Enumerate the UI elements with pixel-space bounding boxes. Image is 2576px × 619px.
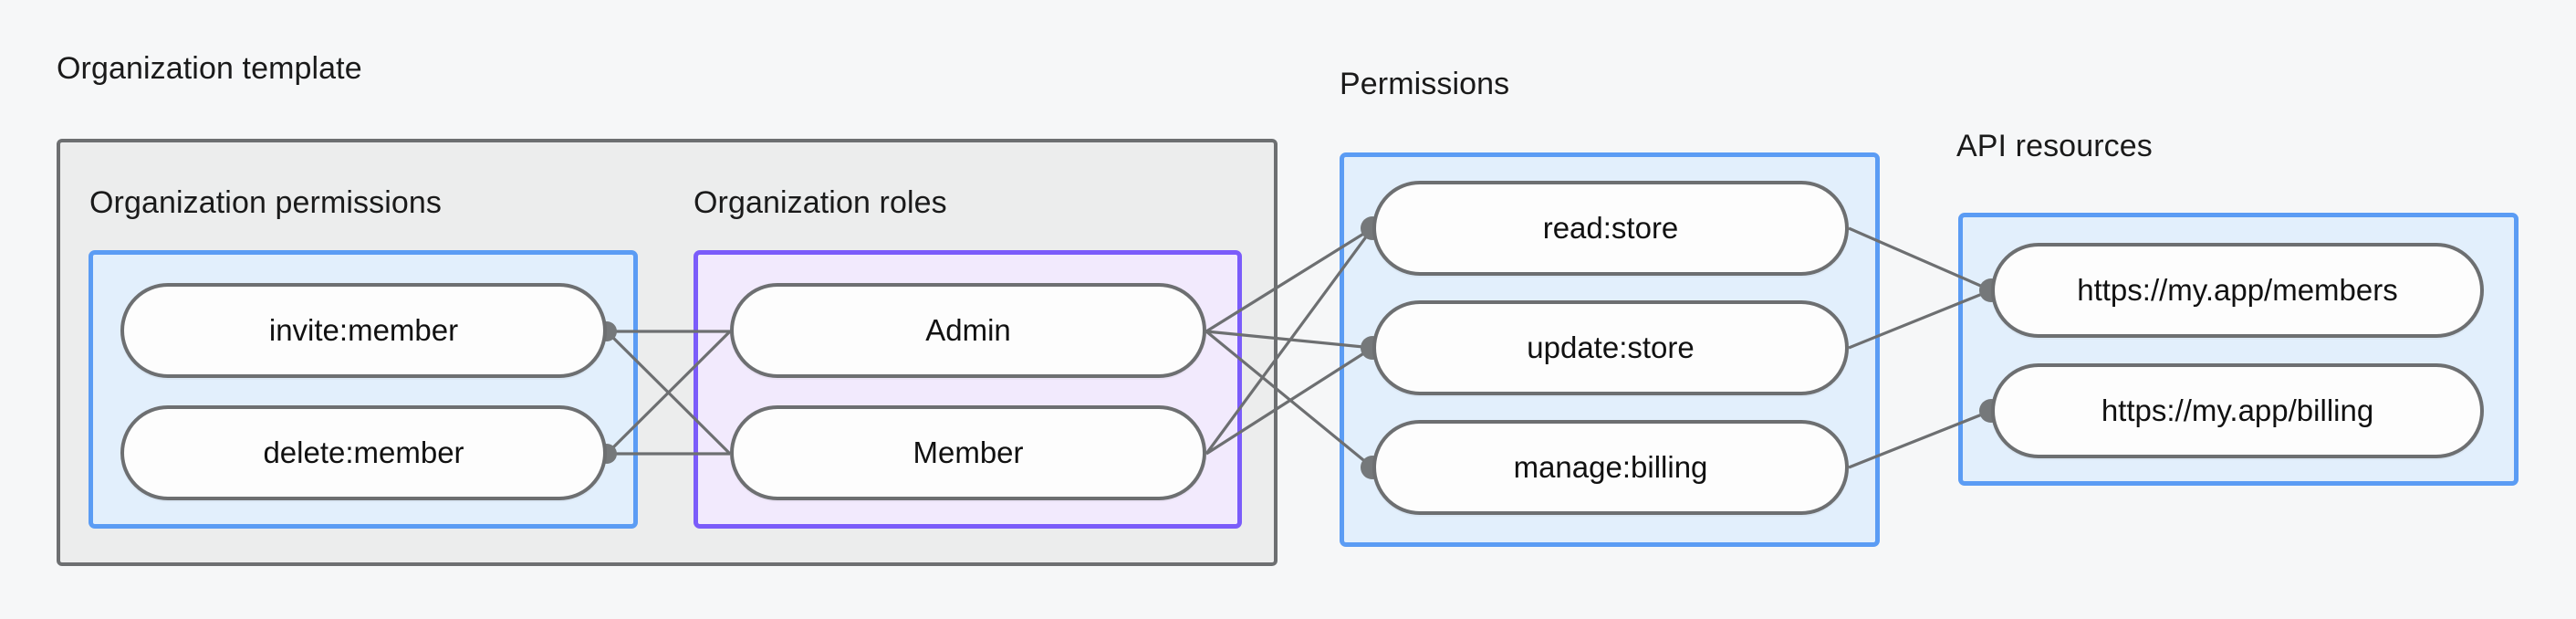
node-invite-member[interactable]: invite:member <box>120 283 607 378</box>
group-label-api-resources: API resources <box>1956 129 2153 163</box>
group-label-organization-permissions: Organization permissions <box>89 185 443 220</box>
node-member[interactable]: Member <box>730 405 1206 500</box>
group-label-organization-template: Organization template <box>57 51 362 86</box>
node-delete-member[interactable]: delete:member <box>120 405 607 500</box>
group-label-permissions: Permissions <box>1340 67 1510 101</box>
group-label-organization-roles: Organization roles <box>694 185 947 220</box>
node-read-store[interactable]: read:store <box>1372 181 1849 276</box>
node-admin[interactable]: Admin <box>730 283 1206 378</box>
node-members-url[interactable]: https://my.app/members <box>1991 243 2484 338</box>
node-manage-billing[interactable]: manage:billing <box>1372 420 1849 515</box>
node-update-store[interactable]: update:store <box>1372 300 1849 395</box>
node-billing-url[interactable]: https://my.app/billing <box>1991 363 2484 458</box>
